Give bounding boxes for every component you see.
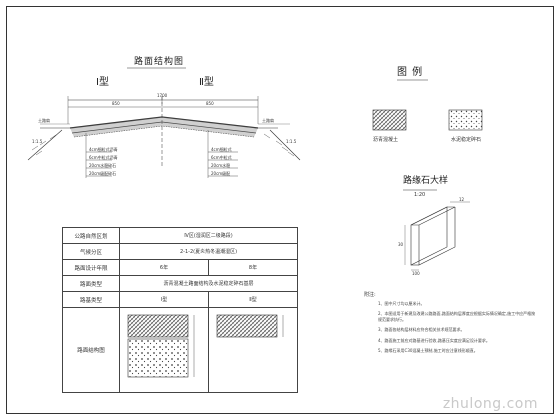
table-key: 路基类型 xyxy=(62,291,120,308)
slope-left: 1:1.5 xyxy=(32,139,43,144)
layer-right-3: 20cm水稳 xyxy=(211,163,231,168)
note-item: 1、图中尺寸均以厘米计。 xyxy=(378,301,425,306)
table-value: 2-1-2(夏炎热冬温潮湿区) xyxy=(119,243,298,260)
table-value-right: 8年 xyxy=(208,259,298,276)
layer-right-1: 4cm细粒式 xyxy=(211,147,232,152)
table-value: 沥青混凝土路面结构及水泥稳定碎石基层 xyxy=(119,275,298,292)
dim-left: 850 xyxy=(112,101,120,106)
table-key: 路面结构图 xyxy=(62,307,120,393)
watermark-logo: zhulong.com xyxy=(442,396,538,412)
layer-left-4: 20cm级配碎石 xyxy=(89,171,117,176)
curb-dim-top: 12 xyxy=(459,197,465,202)
table-value-right: Ⅱ型 xyxy=(208,291,298,308)
table-key: 路面设计年限 xyxy=(62,259,120,276)
curb-scale: 1:20 xyxy=(414,192,426,198)
slope-right: 1:1.5 xyxy=(286,139,297,144)
notes-list: 1、图中尺寸均以厘米计。 2、本图适用于新建及改建公路路面,路面结构层厚度应根据… xyxy=(378,293,538,358)
note-item: 4、路面施工前应对路基进行验收,路基压实度应满足设计要求。 xyxy=(378,337,490,343)
drawing-sheet xyxy=(6,6,554,414)
curb-dim-side: 30 xyxy=(398,242,404,247)
table-row: 公路自然区划 Ⅳ区(湿润区二级路段) xyxy=(62,227,298,244)
spec-table: 公路自然区划 Ⅳ区(湿润区二级路段) 气候分区 2-1-2(夏炎热冬温潮湿区) … xyxy=(62,227,298,393)
layer-left-2: 6cm中粒式沥青 xyxy=(89,155,118,160)
table-row: 路基类型 Ⅰ型 Ⅱ型 xyxy=(62,291,298,308)
layer-right-4: 20cm级配 xyxy=(211,171,231,176)
layer-left-1: 4cm细粒式沥青 xyxy=(89,147,118,152)
table-key: 路面类型 xyxy=(62,275,120,292)
table-row: 路面结构图 xyxy=(62,307,298,393)
table-value-left: 6年 xyxy=(119,259,209,276)
table-value-left: Ⅰ型 xyxy=(119,291,209,308)
legend-title: 图 例 xyxy=(397,67,424,78)
curb-title: 路缘石大样 xyxy=(403,176,449,186)
curb-dim-len: 100 xyxy=(412,271,420,276)
structure-cell-right xyxy=(208,307,298,393)
note-item: 2、本图适用于新建及改建公路路面,路面结构层厚度应根据实际情况确定,施工中应严格… xyxy=(378,311,536,322)
table-value: Ⅳ区(湿润区二级路段) xyxy=(119,227,298,244)
table-key: 气候分区 xyxy=(62,243,120,260)
legend-item-1: 沥青混凝土 xyxy=(373,137,399,143)
legend-item-2: 水泥稳定碎石 xyxy=(451,137,482,143)
structure-diagram-right xyxy=(216,314,284,338)
dim-total: 1700 xyxy=(157,93,168,98)
edge-left: 土路肩 xyxy=(38,118,50,123)
structure-diagram-left xyxy=(127,314,195,378)
table-row: 气候分区 2-1-2(夏炎热冬温潮湿区) xyxy=(62,243,298,260)
note-item: 5、路缘石采用C30混凝土预制,施工时应注意线形顺直。 xyxy=(378,347,478,353)
edge-right: 土路肩 xyxy=(262,118,274,123)
table-row: 路面设计年限 6年 8年 xyxy=(62,259,298,276)
structure-cell-left xyxy=(119,307,209,393)
table-row: 路面类型 沥青混凝土路面结构及水泥稳定碎石基层 xyxy=(62,275,298,292)
section-title: 路面结构图 xyxy=(134,57,185,67)
note-item: 3、路面各结构层材料应符合相关技术规范要求。 xyxy=(378,327,465,333)
type-left-label: Ⅰ型 xyxy=(96,77,109,88)
type-right-label: Ⅱ型 xyxy=(199,77,214,88)
layer-right-2: 6cm中粒式 xyxy=(211,155,232,160)
layer-left-3: 20cm水稳碎石 xyxy=(89,163,117,168)
notes-heading: 附注: xyxy=(364,292,376,298)
table-key: 公路自然区划 xyxy=(62,227,120,244)
dim-right: 850 xyxy=(206,101,214,106)
